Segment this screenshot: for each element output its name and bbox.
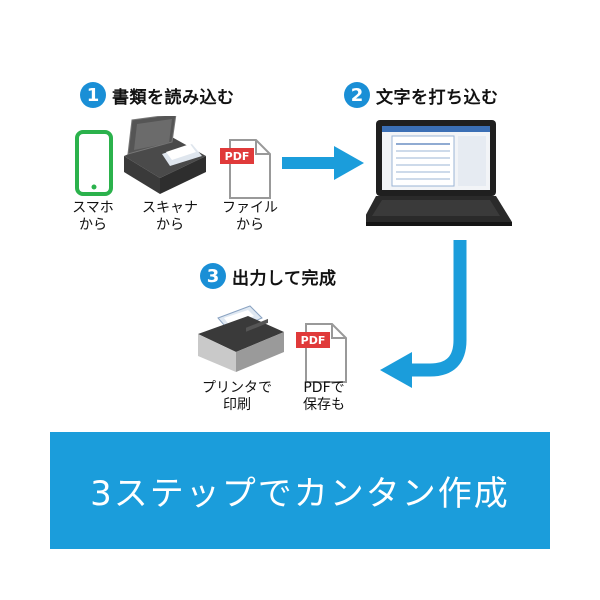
banner-text: 3ステップでカンタン作成 [90, 474, 510, 514]
pdf-save-icon: PDF [296, 322, 348, 388]
step-2-title: 2 文字を打ち込む [344, 82, 499, 108]
source-label-smartphone: スマホから [72, 200, 114, 233]
step-1-label: 書類を読み込む [112, 87, 235, 108]
laptop-icon [362, 118, 516, 232]
summary-banner: 3ステップでカンタン作成 [50, 432, 550, 549]
source-label-file: ファイルから [222, 200, 278, 233]
arrow-right-icon [282, 146, 364, 184]
step-1-title: 1 書類を読み込む [80, 82, 235, 108]
pdf-badge-output: PDF [300, 333, 326, 347]
smartphone-icon [74, 130, 114, 200]
step-3-label: 出力して完成 [232, 268, 337, 289]
output-label-print: プリンタで印刷 [202, 380, 272, 413]
arrow-down-left-icon [380, 240, 480, 404]
pdf-file-icon: PDF [220, 138, 272, 204]
output-label-pdf: PDFで保存も [303, 380, 345, 413]
pdf-badge: PDF [224, 149, 250, 163]
source-label-scanner: スキャナから [142, 200, 198, 233]
step-3-title: 3 出力して完成 [200, 263, 337, 289]
step-2-label: 文字を打ち込む [376, 87, 499, 108]
printer-icon [196, 304, 286, 378]
step-1-number: 1 [80, 82, 106, 108]
step-2-number: 2 [344, 82, 370, 108]
scanner-icon [118, 113, 210, 202]
step-3-number: 3 [200, 263, 226, 289]
